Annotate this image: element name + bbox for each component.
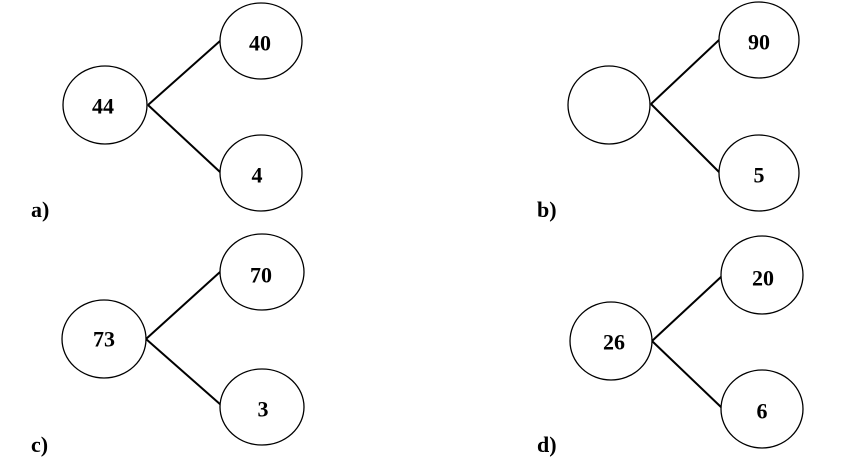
whole-value-c: 73 bbox=[93, 327, 115, 352]
part-top-circle-d: 20 bbox=[720, 235, 804, 315]
whole-circle-d: 26 bbox=[569, 301, 653, 381]
part-bottom-value-b: 5 bbox=[754, 163, 765, 188]
part-top-value-a: 40 bbox=[249, 31, 271, 56]
panel-label-a: a) bbox=[31, 197, 49, 222]
part-bottom-circle-d: 6 bbox=[720, 369, 804, 449]
panel-label-c: c) bbox=[31, 432, 48, 457]
whole-circle-c: 73 bbox=[61, 299, 147, 379]
part-bottom-value-c: 3 bbox=[258, 397, 269, 422]
part-bottom-value-a: 4 bbox=[252, 163, 263, 188]
part-top-value-b: 90 bbox=[748, 30, 770, 55]
edge-c-bottom bbox=[145, 338, 222, 406]
edge-a-top bbox=[147, 40, 221, 106]
part-bottom-value-d: 6 bbox=[757, 399, 768, 424]
whole-circle-b bbox=[567, 65, 651, 145]
edge-b-top bbox=[650, 39, 720, 105]
panel-d: 26 20 6 d) bbox=[537, 235, 804, 457]
whole-value-d: 26 bbox=[603, 330, 625, 355]
part-bottom-circle-a: 4 bbox=[219, 134, 303, 212]
panel-a: 44 40 4 a) bbox=[31, 2, 303, 222]
panel-b: 90 5 b) bbox=[537, 1, 800, 222]
panel-c: 73 70 3 c) bbox=[31, 233, 305, 457]
panel-label-b: b) bbox=[537, 197, 557, 222]
edge-c-top bbox=[145, 271, 221, 340]
part-top-circle-c: 70 bbox=[219, 233, 305, 311]
panel-label-d: d) bbox=[537, 432, 557, 457]
edge-d-top bbox=[651, 275, 723, 342]
part-bottom-circle-c: 3 bbox=[219, 368, 305, 446]
part-top-value-d: 20 bbox=[752, 266, 774, 291]
part-bottom-circle-b: 5 bbox=[718, 134, 800, 212]
edge-d-bottom bbox=[651, 340, 723, 409]
whole-circle-a: 44 bbox=[62, 65, 148, 145]
edge-a-bottom bbox=[147, 104, 221, 173]
whole-value-a: 44 bbox=[92, 94, 114, 119]
part-top-circle-b: 90 bbox=[718, 1, 800, 79]
part-top-circle-a: 40 bbox=[219, 2, 303, 80]
edge-b-bottom bbox=[650, 103, 720, 173]
part-top-value-c: 70 bbox=[250, 263, 272, 288]
